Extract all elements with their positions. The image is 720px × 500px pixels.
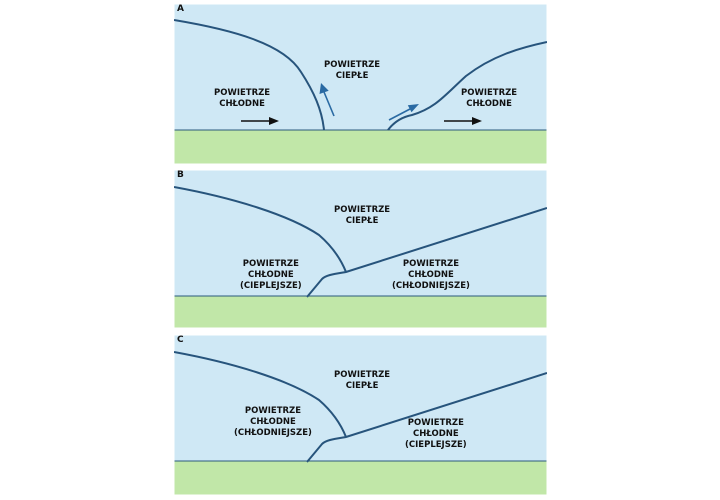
panel-b-diagram — [174, 170, 547, 328]
black-arrow-right — [444, 117, 482, 125]
ground — [174, 296, 547, 328]
ground — [174, 461, 547, 495]
panel-a-diagram — [174, 4, 547, 164]
occluded-front-line — [306, 207, 547, 298]
black-arrow-left — [241, 117, 279, 125]
blue-arrow-rising — [319, 83, 335, 117]
panel-letter: B — [177, 170, 184, 180]
occluded-front-line — [306, 372, 547, 463]
blue-arrow-sliding — [388, 104, 419, 121]
panel-c-diagram — [174, 335, 547, 495]
panel-letter: A — [177, 4, 184, 14]
upper-front-line — [174, 351, 347, 438]
upper-front-line — [174, 186, 347, 273]
warm-front-line — [387, 41, 547, 131]
ground — [174, 130, 547, 164]
panel-letter: C — [177, 335, 184, 345]
cold-front-line — [174, 19, 325, 131]
